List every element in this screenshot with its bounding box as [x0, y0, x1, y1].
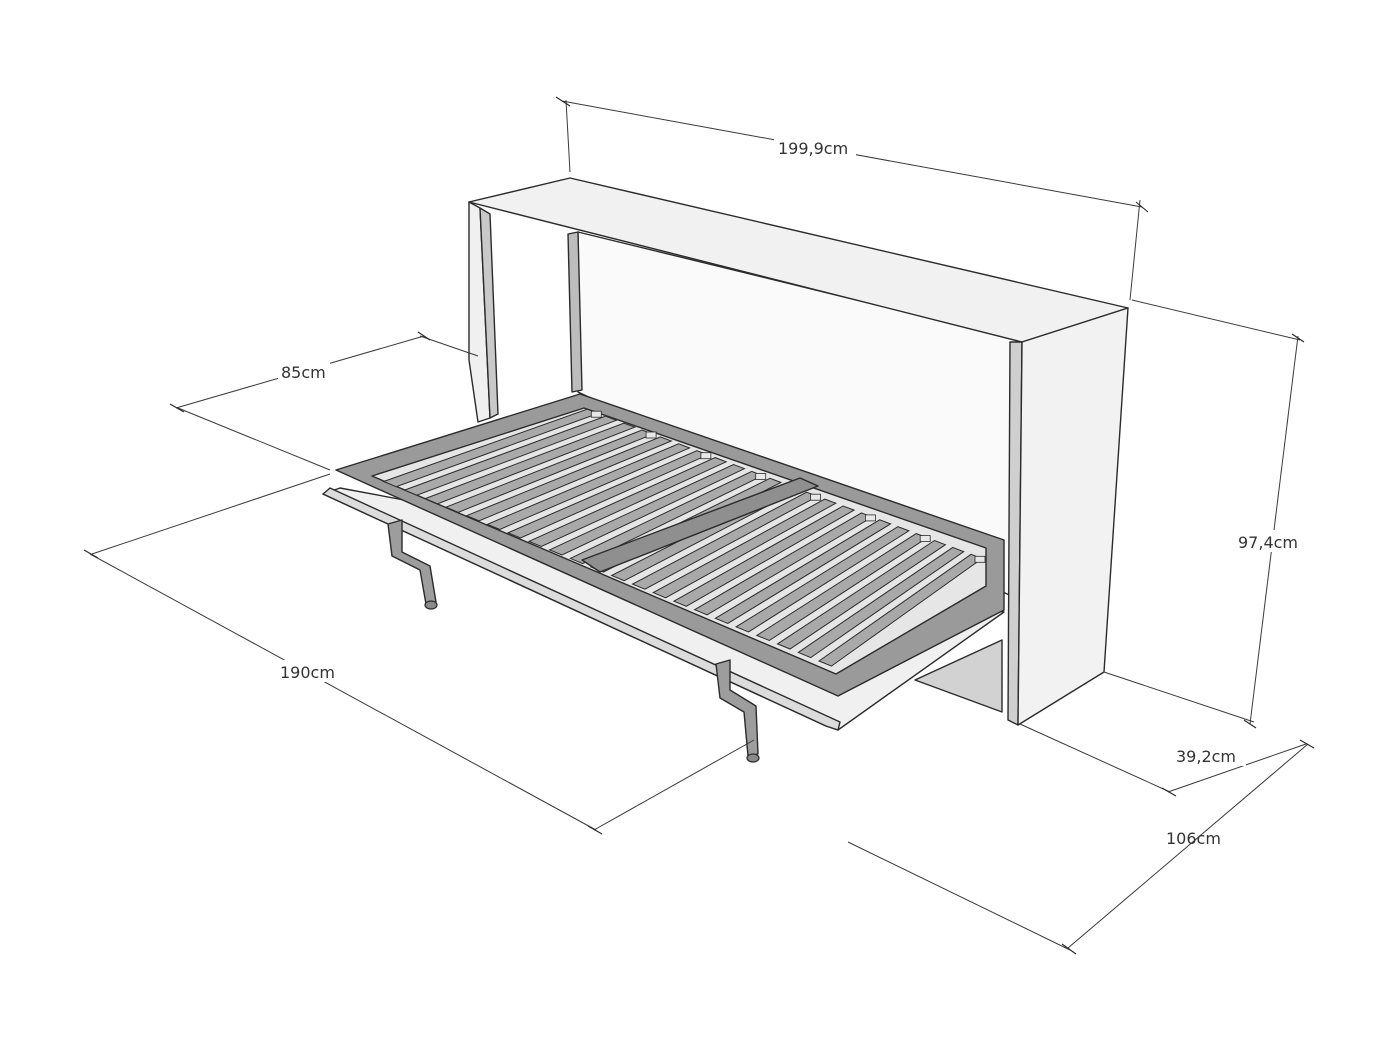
- bed-slat: [672, 505, 856, 607]
- slat-holder: [865, 514, 876, 522]
- bed-leg-left: [387, 519, 438, 610]
- bed-leg-right: [715, 659, 760, 763]
- slat-holder: [810, 493, 821, 501]
- bed-slat: [776, 539, 947, 650]
- bed-slat: [465, 436, 673, 522]
- bed-slat: [486, 443, 691, 530]
- bed: [322, 393, 1005, 731]
- dim-label-bed-length: 190cm: [280, 663, 335, 682]
- slat-holder: [974, 555, 986, 563]
- slat-holder: [590, 410, 602, 418]
- dim-label-open-depth: 106cm: [1166, 829, 1221, 848]
- bed-deck-front: [322, 487, 841, 731]
- slat-holder: [755, 472, 767, 480]
- dim-label-height: 97,4cm: [1238, 533, 1298, 552]
- bed-slat: [527, 457, 728, 548]
- dim-label-cabinet-depth: 39,2cm: [1176, 747, 1236, 766]
- bed-legs: [387, 519, 760, 763]
- bed-slat: [423, 422, 637, 505]
- cabinet-lower-opening: [914, 639, 1003, 713]
- dim-label-top-width: 199,9cm: [778, 139, 848, 158]
- cabinet-left-panel: [468, 201, 491, 423]
- bed-slat: [548, 463, 746, 556]
- cabinet-rear-post: [567, 231, 583, 393]
- slat-holder: [700, 452, 712, 460]
- bed-slat: [652, 498, 837, 599]
- bed-slats: [382, 408, 986, 667]
- dim-label-bed-width: 85cm: [281, 363, 326, 382]
- cabinet-right-panel: [1017, 307, 1129, 726]
- bed-slat: [714, 519, 892, 624]
- slat-holder: [645, 431, 657, 439]
- slat-holder: [919, 535, 931, 542]
- cabinet-left-inner: [479, 207, 499, 419]
- bed-slat: [797, 546, 965, 659]
- bed-slat: [403, 415, 618, 496]
- bed-slat: [735, 526, 911, 633]
- bed-center-rail: [581, 477, 819, 573]
